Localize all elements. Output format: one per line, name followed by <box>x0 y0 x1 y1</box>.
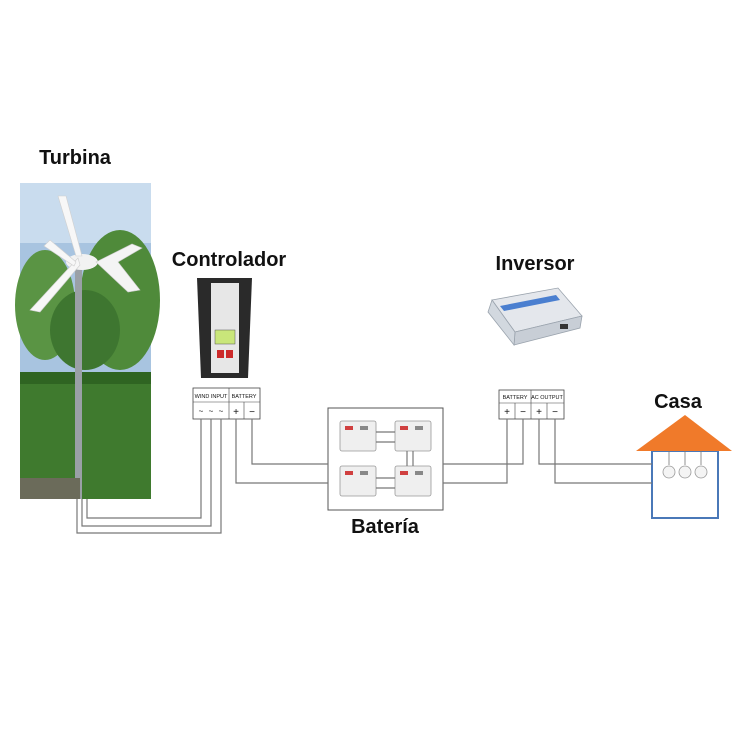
hedge <box>20 372 151 499</box>
battery-cell <box>339 420 377 452</box>
wire-phase-1 <box>86 419 202 519</box>
turbine-blade <box>43 239 77 267</box>
ac-output-label: AC OUTPUT <box>531 395 563 401</box>
turbine-pole <box>75 262 82 499</box>
light-bulb-icon <box>694 451 708 479</box>
wire-ac-output-1 <box>538 419 652 465</box>
inverter-terminal-block: BATTERY AC OUTPUT + − + − <box>498 389 565 420</box>
inverter-minus-terminal: − <box>520 407 526 418</box>
turbine-label: Turbina <box>39 147 112 169</box>
inverter-outlet <box>560 324 568 329</box>
house <box>636 415 732 519</box>
wind-input-label: WIND INPUT <box>195 394 228 400</box>
battery-cell <box>394 465 432 497</box>
wiring <box>76 419 652 534</box>
battery-label: Batería <box>351 516 420 538</box>
light-bulb-icon <box>678 451 692 479</box>
wire-battery-inverter-positive <box>443 419 508 484</box>
controller-button <box>226 350 233 358</box>
turbine-tail <box>95 243 143 293</box>
inverter-battery-label: BATTERY <box>503 395 528 401</box>
controller-battery-label: BATTERY <box>232 394 257 400</box>
battery-cell <box>394 420 432 452</box>
battery-cell <box>339 465 377 497</box>
svg-text:~: ~ <box>209 407 214 416</box>
house-label: Casa <box>654 391 703 413</box>
inverter-plus-terminal: + <box>504 407 510 418</box>
ac-plus-terminal: + <box>536 407 542 418</box>
svg-text:~: ~ <box>199 407 204 416</box>
controller-minus-terminal: − <box>249 407 255 418</box>
turbine-photo <box>15 183 160 499</box>
battery-bank <box>327 407 444 511</box>
inverter-label: Inversor <box>496 253 575 275</box>
controller-button <box>217 350 224 358</box>
wire-ac-output-2 <box>554 419 652 484</box>
controller-terminal-block: WIND INPUT BATTERY ~ ~ ~ + − <box>192 387 261 420</box>
controller-front-panel <box>211 283 239 373</box>
controller-plus-terminal: + <box>233 407 239 418</box>
controller-device <box>197 278 252 378</box>
ac-minus-terminal: − <box>552 407 558 418</box>
controller-display <box>214 329 236 345</box>
svg-text:~: ~ <box>219 407 224 416</box>
light-bulb-icon <box>662 451 676 479</box>
wire-controller-battery-positive <box>235 419 328 484</box>
controller-label: Controlador <box>172 249 287 271</box>
inverter-stripe <box>500 295 560 311</box>
turbine-blade <box>57 195 83 257</box>
turbine-blade <box>29 257 81 313</box>
wire-controller-battery-negative <box>251 419 328 465</box>
wire-phase-2 <box>81 419 212 527</box>
wire-phase-3 <box>76 419 222 534</box>
house-roof <box>636 415 732 451</box>
inverter-device <box>487 287 583 347</box>
wire-battery-inverter-negative <box>443 419 524 465</box>
